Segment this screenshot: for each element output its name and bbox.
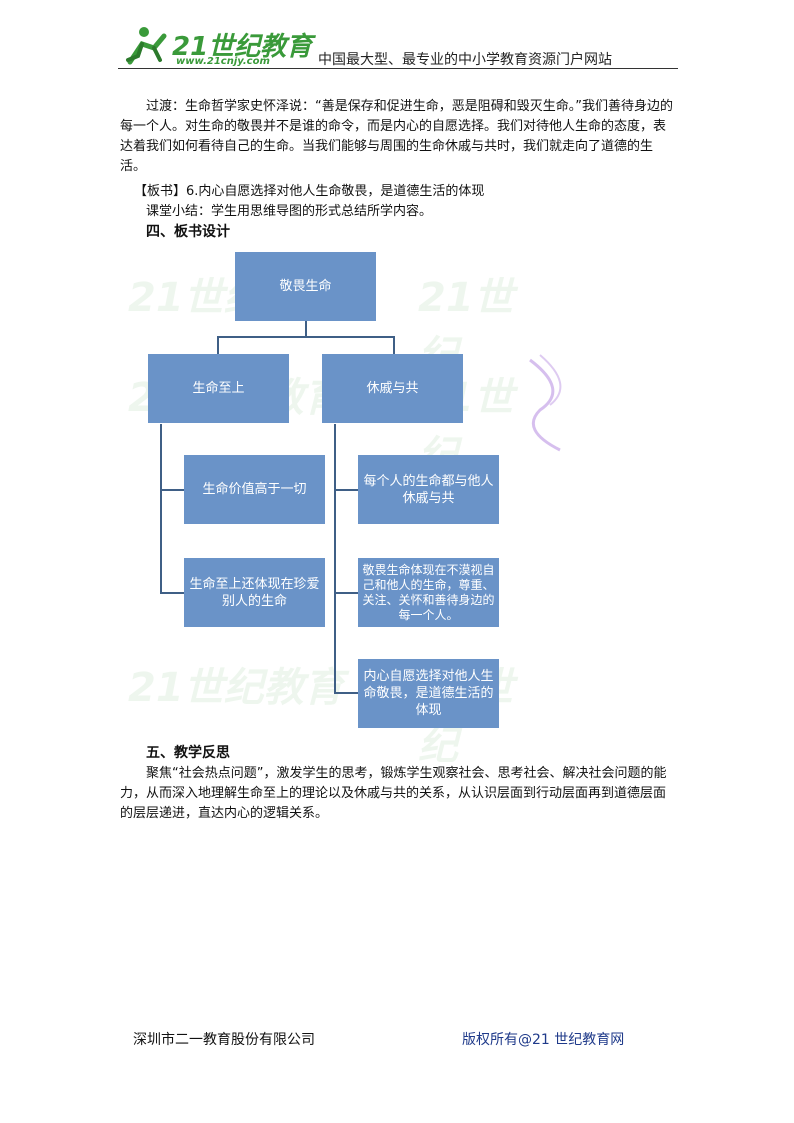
transition-paragraph: 过渡：生命哲学家史怀泽说：“善是保存和促进生命，恶是阻碍和毁灭生命。”我们善待身… [120, 99, 673, 174]
connector-line [393, 336, 395, 354]
connector-line [334, 692, 358, 694]
connector-line [160, 592, 184, 594]
footer-copyright: 版权所有@21 世纪教育网 [462, 1032, 625, 1048]
connector-line [217, 336, 219, 354]
watermark-logo: 21世纪教育 [128, 665, 344, 711]
lesson-summary: 课堂小结：学生用思维导图的形式总结所学内容。 [146, 204, 433, 219]
connector-line [334, 424, 336, 694]
board-note: 【板书】6.内心自愿选择对他人生命敬畏，是道德生活的体现 [134, 184, 485, 199]
decorative-stamp-icon [529, 354, 562, 452]
connector-line [334, 592, 358, 594]
diagram-right-item: 内心自愿选择对他人生命敬畏，是道德生活的体现 [358, 659, 499, 728]
site-logo: 21世纪教育 www.21cnjy.com [120, 22, 313, 70]
footer-company: 深圳市二一教育股份有限公司 [133, 1032, 315, 1048]
connector-line [217, 336, 395, 338]
reflection-paragraph: 聚焦“社会热点问题”，激发学生的思考，锻炼学生观察社会、思考社会、解决社会问题的… [120, 766, 667, 821]
diagram-right-item: 每个人的生命都与他人休戚与共 [358, 455, 499, 524]
section-5-title: 五、教学反思 [146, 745, 230, 761]
diagram-branch-right: 休戚与共 [322, 354, 463, 423]
logo-text: 21世纪教育 [172, 32, 313, 62]
diagram-root-node: 敬畏生命 [235, 252, 376, 321]
diagram-left-item: 生命价值高于一切 [184, 455, 325, 524]
header-divider [118, 68, 678, 69]
header-slogan: 中国最大型、最专业的中小学教育资源门户网站 [318, 52, 612, 68]
connector-line [334, 489, 358, 491]
section-4-title: 四、板书设计 [146, 224, 230, 240]
connector-line [160, 489, 184, 491]
diagram-left-item: 生命至上还体现在珍爱别人的生命 [184, 558, 325, 627]
runner-logo-icon [126, 27, 167, 65]
connector-line [160, 424, 162, 594]
diagram-right-item: 敬畏生命体现在不漠视自己和他人的生命，尊重、关注、关怀和善待身边的每一个人。 [358, 558, 499, 627]
diagram-branch-left: 生命至上 [148, 354, 289, 423]
connector-line [305, 321, 307, 337]
logo-url-text: www.21cnjy.com [176, 56, 270, 67]
